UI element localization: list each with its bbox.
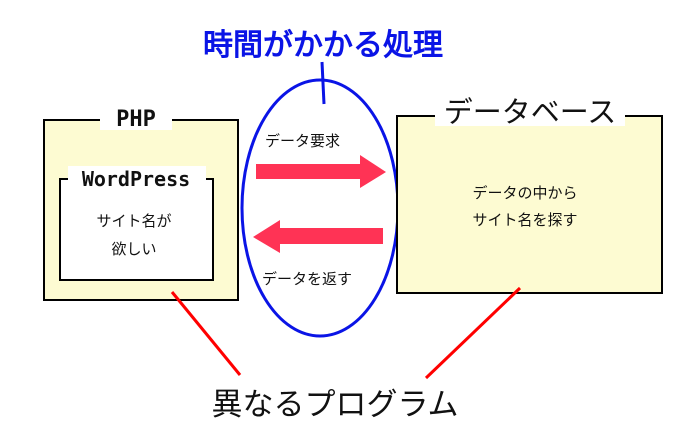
response-label: データを返す [262, 270, 352, 288]
wordpress-label: WordPress [82, 167, 190, 191]
footer-label: 異なるプログラム [211, 387, 458, 423]
database-text-2: サイト名を探す [472, 211, 577, 229]
database-box [396, 115, 663, 294]
response-arrow [253, 220, 383, 253]
processing-ellipse [240, 78, 400, 338]
database-label: データベース [444, 95, 617, 129]
title: 時間がかかる処理 [203, 28, 443, 63]
wordpress-text-2: 欲しい [111, 240, 156, 258]
wordpress-box [59, 178, 214, 281]
request-label: データ要求 [265, 132, 340, 150]
title-connector [320, 61, 326, 105]
pointer-line-left [170, 291, 242, 376]
wordpress-text-1: サイト名が [96, 212, 171, 230]
database-text-1: データの中から [472, 184, 577, 202]
php-label: PHP [116, 107, 156, 132]
pointer-line-right [424, 286, 522, 380]
request-arrow [256, 155, 386, 188]
